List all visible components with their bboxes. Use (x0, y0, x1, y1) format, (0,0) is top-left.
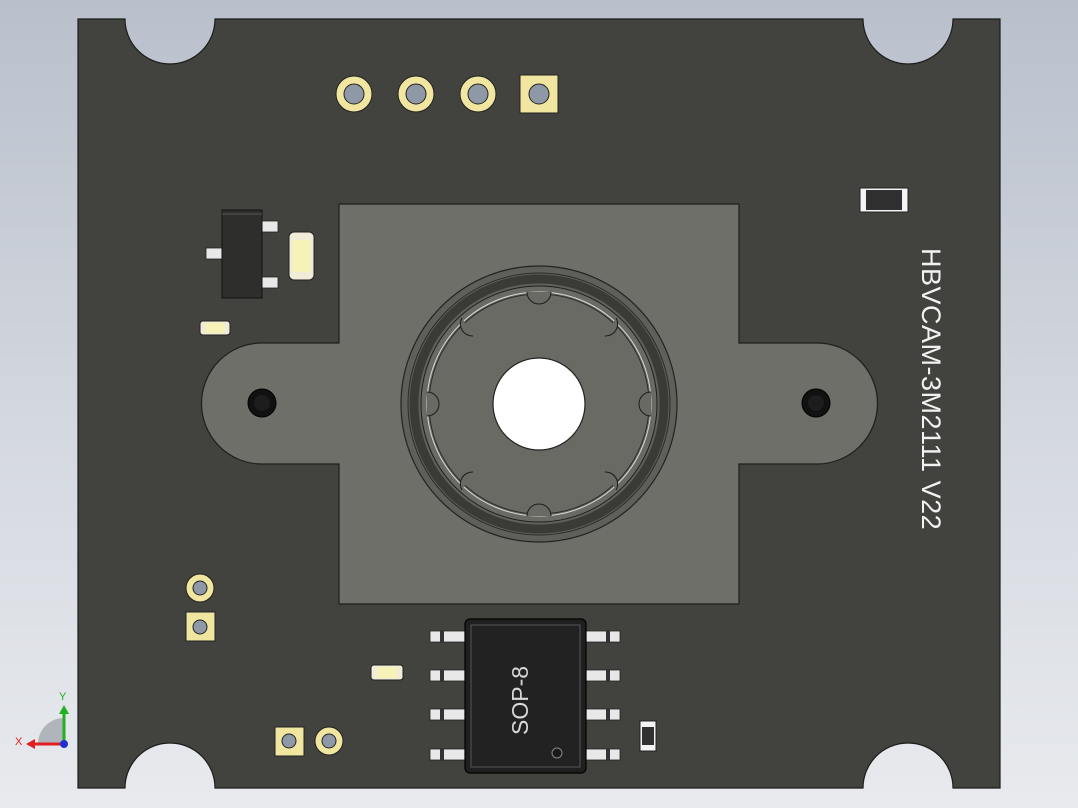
axis-y-label: Y (59, 691, 67, 703)
ic-label: SOP-8 (507, 666, 533, 735)
pin1-marker (551, 747, 563, 759)
smd-resistor-top-right (859, 187, 909, 213)
smd-capacitor-small-left (199, 320, 231, 336)
sop8-chip: SOP-8 (429, 618, 621, 774)
axis-triad: Y X (15, 691, 69, 749)
header-pins-bottom (274, 726, 344, 757)
header-pins-left (185, 573, 216, 642)
smd-diode-small (639, 720, 657, 752)
axis-x-label: X (15, 736, 23, 748)
sot23-transistor (205, 209, 279, 299)
silkscreen-label: HBVCAM-3M2111 V22 (916, 248, 946, 530)
lens-barrel (400, 265, 678, 543)
smd-capacitor-vertical (288, 231, 315, 281)
lens-aperture (492, 357, 586, 451)
smd-capacitor-small-bottom (370, 664, 404, 681)
header-pins-top (335, 74, 559, 114)
pin-pad-square (519, 74, 559, 114)
